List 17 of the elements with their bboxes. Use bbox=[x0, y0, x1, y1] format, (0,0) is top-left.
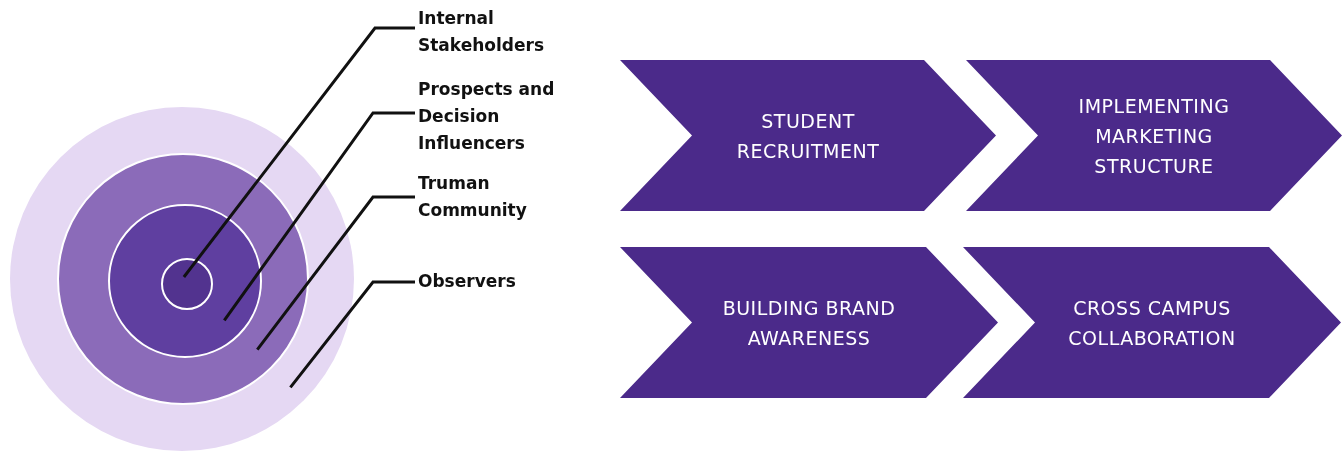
leader-line bbox=[289, 280, 415, 389]
chevron-shape bbox=[966, 60, 1342, 211]
step-label: BUILDING BRAND AWARENESS bbox=[721, 295, 897, 351]
step-label: IMPLEMENTING MARKETING STRUCTURE bbox=[1077, 93, 1231, 179]
step-label: CROSS CAMPUS COLLABORATION bbox=[1067, 295, 1237, 351]
leader-line bbox=[256, 195, 415, 351]
chevron-shape bbox=[963, 247, 1341, 398]
chevron-shape bbox=[620, 60, 996, 211]
callout-label: Truman Community bbox=[418, 170, 568, 224]
callout-label: Prospects and Decision Influencers bbox=[418, 76, 583, 157]
callout-label: Observers bbox=[418, 268, 568, 295]
callout-label: Internal Stakeholders bbox=[418, 5, 568, 59]
leader-line bbox=[223, 111, 415, 322]
chevron-shape bbox=[620, 247, 998, 398]
leader-line bbox=[182, 26, 415, 278]
ring-circle bbox=[161, 258, 213, 310]
step-label: STUDENT RECRUITMENT bbox=[735, 108, 881, 164]
